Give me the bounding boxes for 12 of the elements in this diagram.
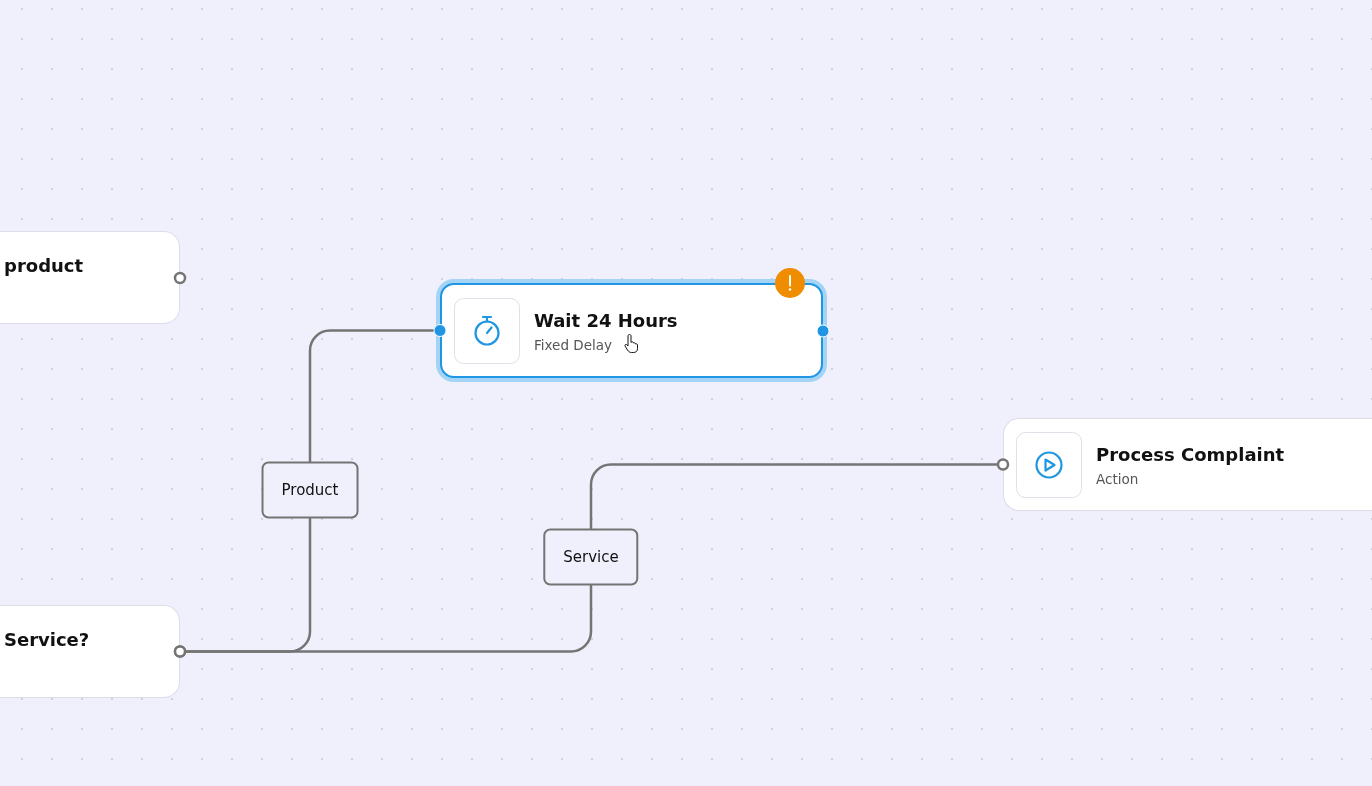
node-title: Process Complaint — [1096, 442, 1285, 466]
node-card — [0, 605, 180, 698]
connector-line — [173, 458, 1010, 658]
node-subtitle: Action — [1096, 469, 1139, 487]
node-title: Wait 24 Hours — [534, 308, 678, 332]
node-card — [1003, 418, 1372, 511]
edge-label: Service — [543, 528, 639, 586]
node-title: Service? — [4, 628, 90, 652]
node-title: product — [4, 254, 84, 278]
node-subtitle: Fixed Delay — [534, 335, 612, 353]
node-card — [0, 231, 180, 324]
edge-label: Product — [261, 461, 359, 519]
